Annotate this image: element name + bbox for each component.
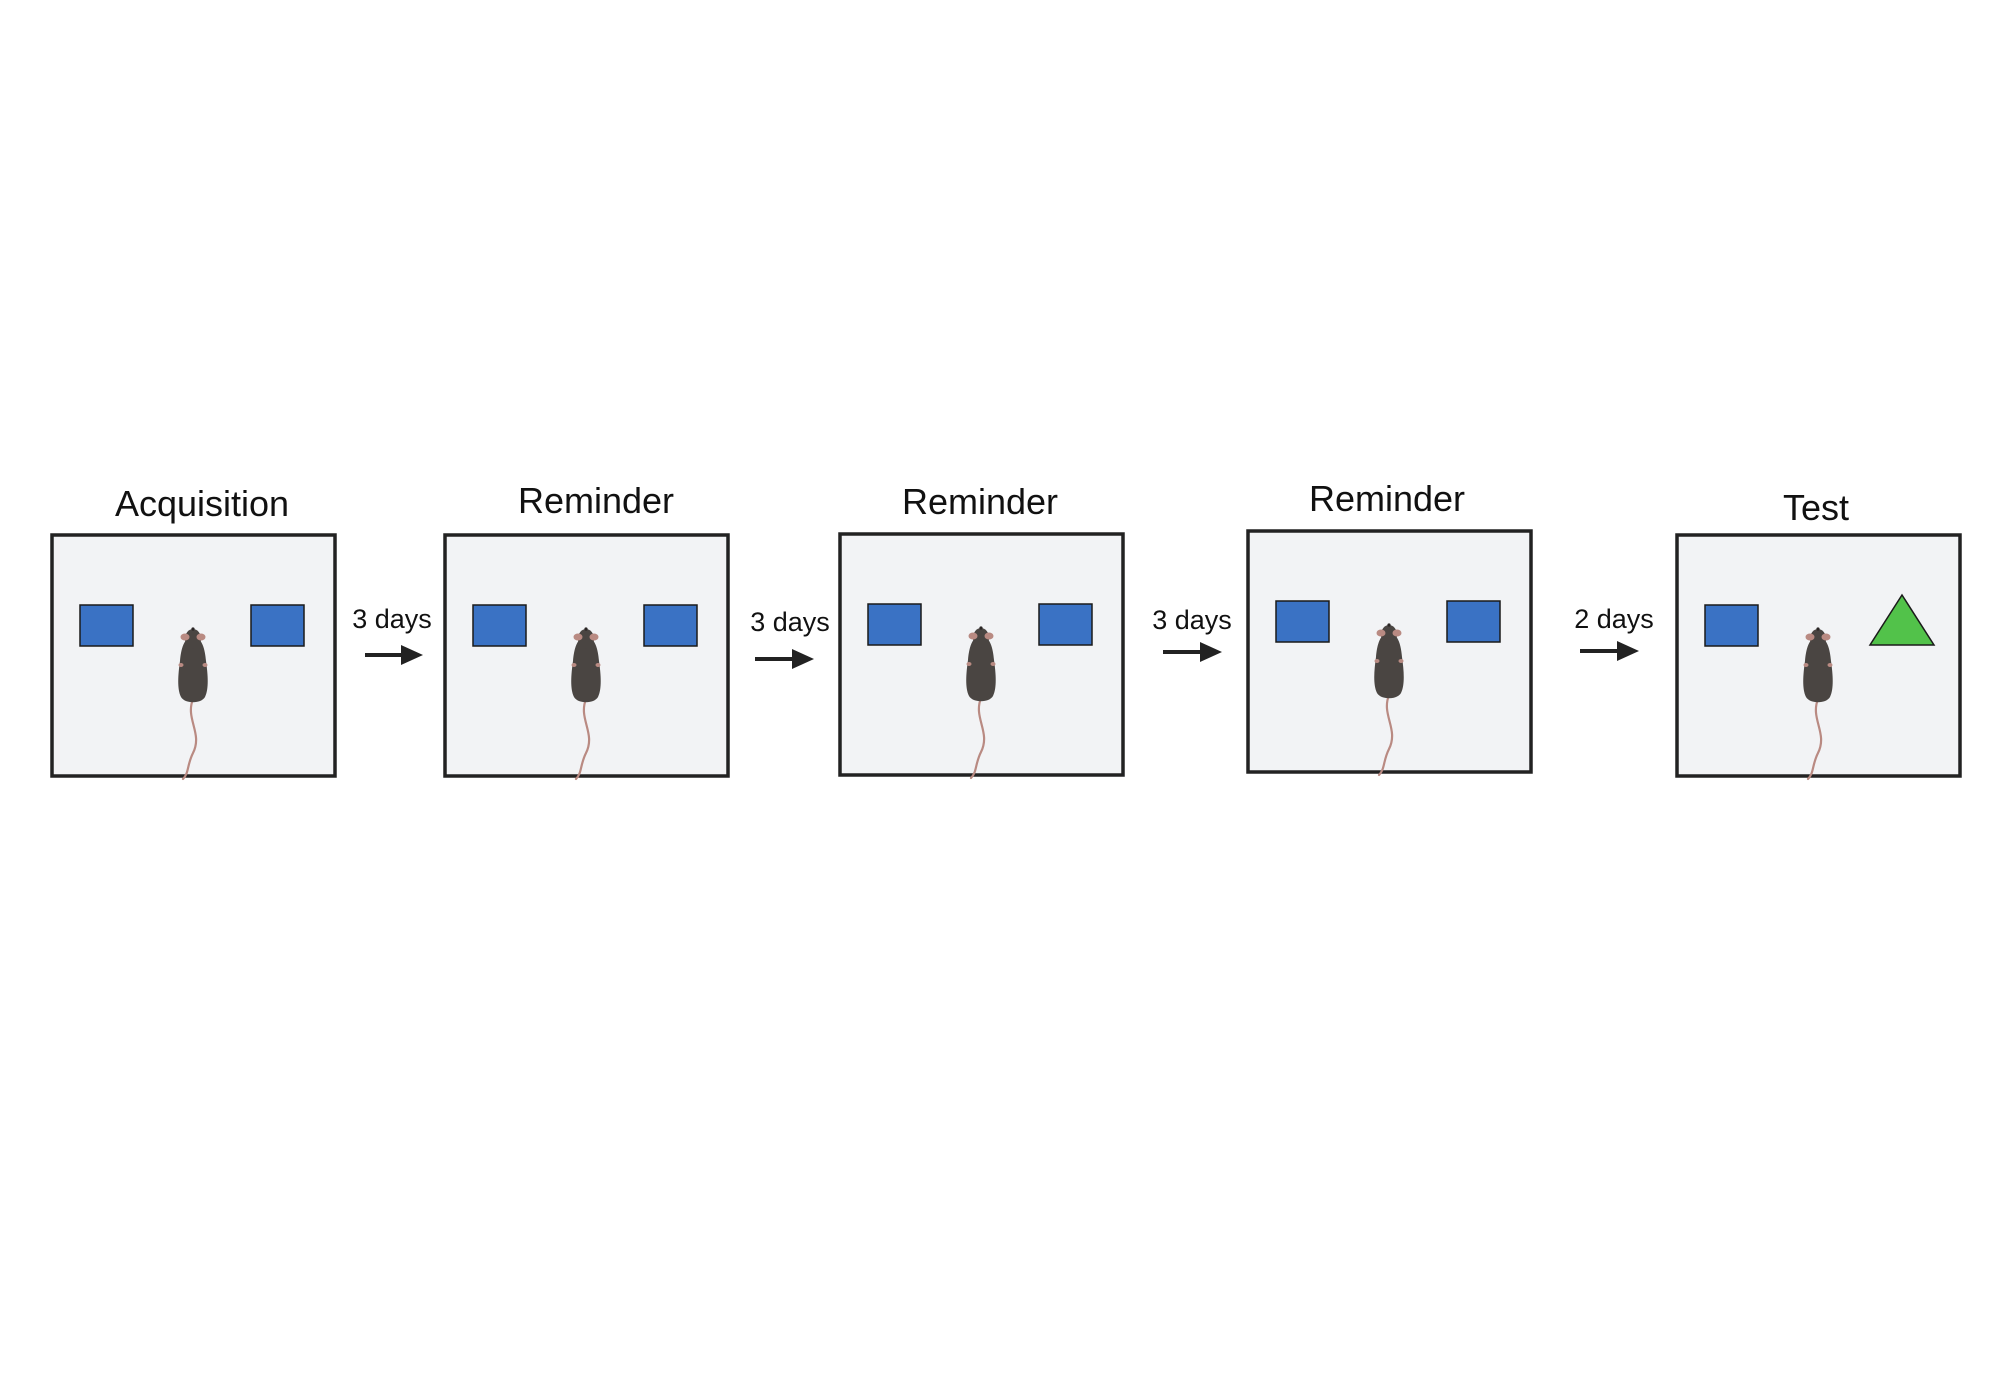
- stage-title: Reminder: [902, 481, 1058, 522]
- arrow-right-icon: [755, 649, 814, 669]
- arrow-right-icon: [1163, 642, 1222, 662]
- object-rectangle: [250, 604, 305, 647]
- interval-label: 3 days: [1152, 605, 1232, 635]
- interval-marker: 3 days: [1152, 605, 1232, 662]
- stage-title: Test: [1783, 487, 1849, 528]
- stage-panel: Reminder: [838, 481, 1125, 780]
- interval-marker: 3 days: [750, 607, 830, 669]
- object-rectangle: [472, 604, 527, 647]
- interval-marker: 2 days: [1574, 604, 1654, 661]
- intervals-layer: 3 days 3 days 3 days 2 days: [352, 604, 1654, 669]
- interval-label: 2 days: [1574, 604, 1654, 634]
- object-rectangle: [1704, 604, 1759, 647]
- stage-panel: Reminder: [1246, 478, 1533, 777]
- stages-layer: Acquisition Reminder Reminder Reminder Test: [50, 478, 1962, 781]
- interval-label: 3 days: [352, 604, 432, 634]
- stage-title: Acquisition: [115, 483, 289, 524]
- stage-panel: Test: [1675, 487, 1962, 781]
- stage-panel: Acquisition: [50, 483, 337, 781]
- stage-title: Reminder: [518, 480, 674, 521]
- object-triangle: [1868, 593, 1936, 646]
- interval-marker: 3 days: [352, 604, 432, 665]
- object-rectangle: [867, 603, 922, 646]
- object-rectangle: [1446, 600, 1501, 643]
- object-rectangle: [643, 604, 698, 647]
- object-rectangle: [79, 604, 134, 647]
- object-rectangle: [1275, 600, 1330, 643]
- object-rectangle: [1038, 603, 1093, 646]
- stage-panel: Reminder: [443, 480, 730, 781]
- interval-label: 3 days: [750, 607, 830, 637]
- arrow-right-icon: [365, 645, 423, 665]
- stage-title: Reminder: [1309, 478, 1465, 519]
- arrow-right-icon: [1580, 641, 1639, 661]
